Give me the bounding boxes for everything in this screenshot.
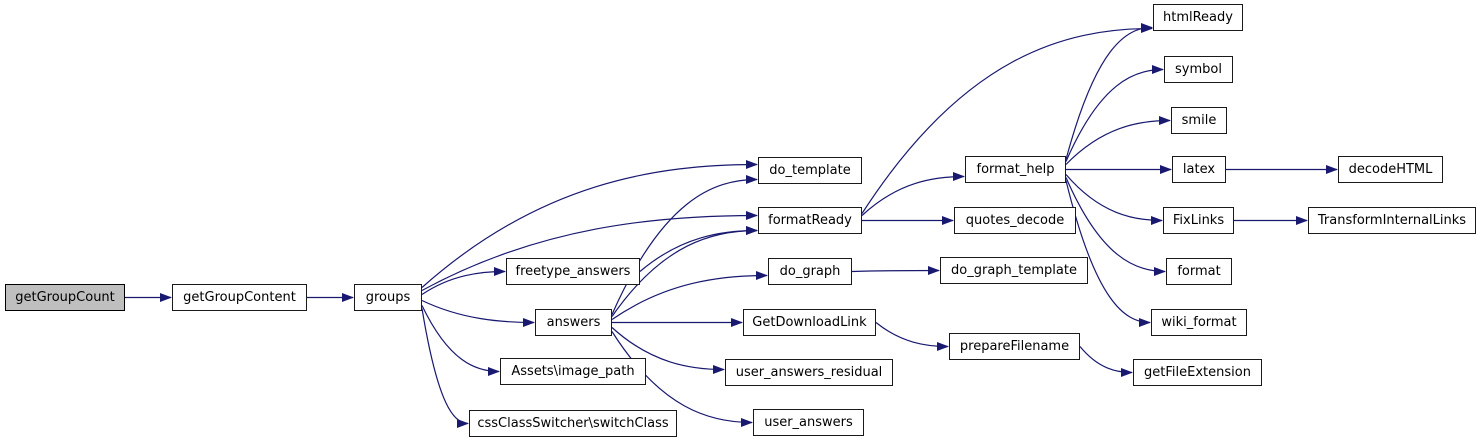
graph-node-label: htmlReady	[1163, 10, 1233, 25]
graph-node-groups[interactable]: groups	[354, 284, 422, 311]
graph-node-htmlReady[interactable]: htmlReady	[1153, 4, 1243, 31]
graph-node-prepareFilename[interactable]: prepareFilename	[949, 333, 1080, 360]
graph-node-label: do_template	[769, 163, 851, 178]
edge-format_help-to-htmlReady	[1065, 23, 1153, 160]
graph-node-symbol[interactable]: symbol	[1164, 56, 1233, 83]
edge-groups-to-formatReady	[421, 211, 758, 292]
graph-node-FixLinks[interactable]: FixLinks	[1163, 207, 1234, 234]
edge-GetDownloadLink-to-prepareFilename	[875, 322, 949, 351]
graph-node-format_help[interactable]: format_help	[965, 156, 1066, 183]
graph-node-label: FixLinks	[1172, 213, 1225, 228]
edge-formatReady-to-htmlReady	[861, 24, 1153, 214]
graph-node-do_graph[interactable]: do_graph	[768, 258, 852, 285]
edge-format_help-to-format	[1065, 177, 1166, 276]
graph-node-label: groups	[365, 290, 411, 305]
edge-do_graph-to-do_graph_template	[851, 266, 940, 276]
graph-node-label: decodeHTML	[1348, 162, 1433, 177]
graph-node-label: answers	[546, 315, 601, 330]
graph-node-label: formatReady	[768, 213, 852, 228]
edge-answers-to-user_answers	[611, 331, 753, 427]
graph-node-format[interactable]: format	[1166, 258, 1232, 285]
graph-node-decodeHTML[interactable]: decodeHTML	[1338, 156, 1443, 183]
edge-groups-to-css_switch_class	[421, 308, 469, 428]
graph-node-label: wiki_format	[1161, 315, 1237, 330]
edge-groups-to-freetype_answers	[421, 267, 506, 295]
graph-node-label: getGroupCount	[15, 290, 115, 305]
graph-node-answers[interactable]: answers	[535, 309, 612, 336]
edge-format_help-to-smile	[1065, 116, 1171, 165]
graph-node-label: getGroupContent	[183, 290, 296, 305]
graph-node-label: user_answers	[764, 415, 853, 430]
graph-node-getFileExtension[interactable]: getFileExtension	[1133, 359, 1262, 386]
graph-node-getGroupCount: getGroupCount	[5, 284, 125, 311]
graph-node-label: format_help	[976, 162, 1055, 177]
graph-node-TransformInternalLinks[interactable]: TransformInternalLinks	[1308, 207, 1476, 234]
graph-node-label: do_graph_template	[951, 263, 1077, 278]
edge-answers-to-user_answers_residual	[611, 327, 725, 374]
graph-node-label: format	[1177, 264, 1221, 279]
graph-node-label: GetDownloadLink	[752, 315, 867, 330]
edge-prepareFilename-to-getFileExtension	[1079, 346, 1133, 377]
graph-node-do_template[interactable]: do_template	[758, 157, 862, 184]
graph-node-label: Assets\image_path	[511, 364, 635, 379]
edge-groups-to-assets_image_path	[421, 305, 500, 376]
graph-node-label: symbol	[1175, 62, 1222, 77]
edge-format_help-to-symbol	[1065, 65, 1164, 162]
graph-node-quotes_decode[interactable]: quotes_decode	[954, 207, 1076, 234]
edge-format_help-to-wiki_format	[1065, 180, 1151, 327]
graph-node-wiki_format[interactable]: wiki_format	[1151, 309, 1247, 336]
graph-node-label: user_answers_residual	[735, 365, 883, 380]
edge-answers-to-formatReady	[611, 226, 758, 317]
graph-node-assets_image_path[interactable]: Assets\image_path	[500, 358, 646, 385]
graph-node-freetype_answers[interactable]: freetype_answers	[506, 258, 640, 285]
graph-node-latex[interactable]: latex	[1172, 156, 1226, 183]
graph-node-css_switch_class[interactable]: cssClassSwitcher\switchClass	[469, 410, 677, 437]
graph-node-label: prepareFilename	[959, 339, 1070, 354]
graph-node-label: do_graph	[779, 264, 841, 279]
graph-node-label: smile	[1181, 113, 1217, 128]
graph-node-label: cssClassSwitcher\switchClass	[477, 416, 669, 431]
graph-node-GetDownloadLink[interactable]: GetDownloadLink	[743, 309, 876, 336]
edge-groups-to-do_template	[421, 160, 758, 288]
graph-node-label: freetype_answers	[515, 264, 631, 279]
graph-node-formatReady[interactable]: formatReady	[758, 207, 862, 234]
edge-groups-to-answers	[421, 299, 535, 327]
graph-node-user_answers[interactable]: user_answers	[753, 409, 864, 436]
graph-node-label: TransformInternalLinks	[1317, 213, 1467, 228]
edge-answers-to-do_graph	[611, 271, 768, 320]
edge-formatReady-to-format_help	[861, 172, 965, 216]
edge-format_help-to-FixLinks	[1065, 174, 1163, 225]
graph-node-getGroupContent[interactable]: getGroupContent	[172, 284, 307, 311]
graph-node-label: getFileExtension	[1144, 365, 1251, 380]
graph-node-smile[interactable]: smile	[1171, 107, 1227, 134]
graph-node-label: latex	[1182, 162, 1216, 177]
graph-node-user_answers_residual[interactable]: user_answers_residual	[725, 359, 893, 386]
graph-node-do_graph_template[interactable]: do_graph_template	[940, 257, 1088, 284]
graph-node-label: quotes_decode	[965, 213, 1065, 228]
